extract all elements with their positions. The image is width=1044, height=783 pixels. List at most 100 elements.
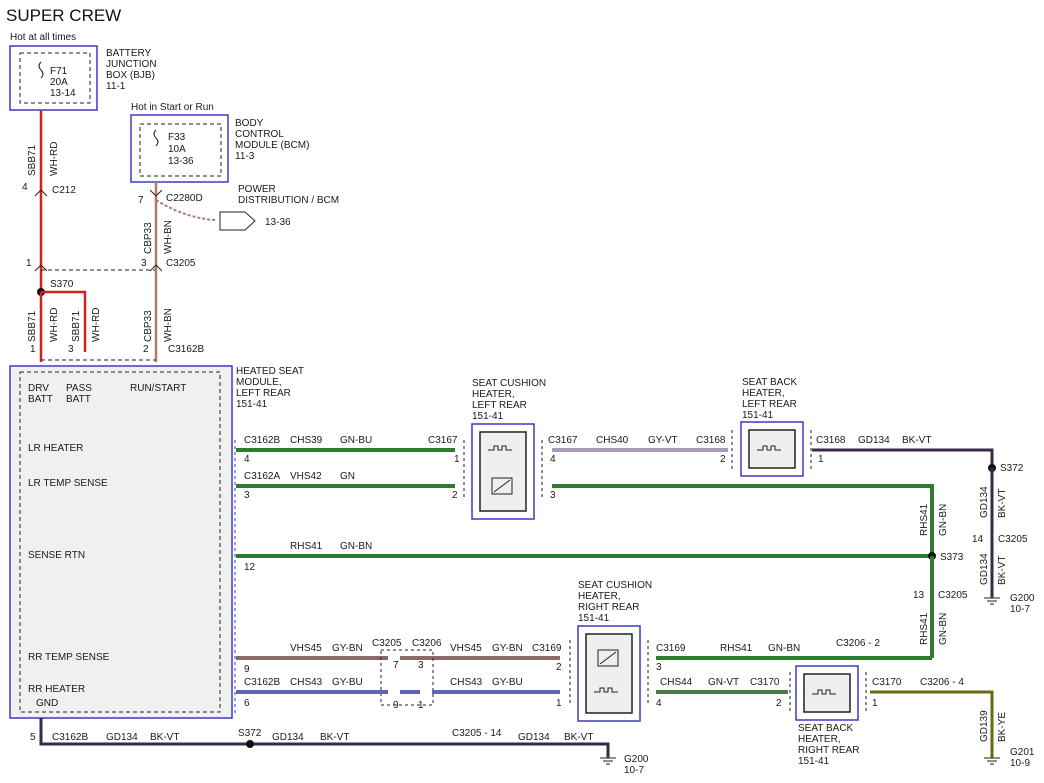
pin-c3169-3: 3 — [656, 662, 662, 673]
sense-rtn-label: SENSE RTN — [28, 550, 85, 561]
circuit-rhs41-v1: RHS41 — [919, 503, 930, 536]
pin-c3167-1: 1 — [454, 454, 460, 465]
pass-batt-label-1: PASS — [66, 383, 92, 394]
seat-back-lr-inner — [748, 429, 796, 469]
circuit-gd139: GD139 — [979, 710, 990, 742]
ground-g201-icon — [984, 757, 1000, 765]
svg-text:MODULE,: MODULE, — [236, 377, 282, 388]
ground-g200-bottom-ref: 10-7 — [624, 765, 644, 776]
ground-g200-right-ref: 10-7 — [1010, 604, 1030, 615]
connector-c3205-top: C3205 — [166, 258, 196, 269]
connector-c212: C212 — [52, 185, 76, 196]
svg-text:HEATER,: HEATER, — [578, 591, 621, 602]
pin-c3167-3: 3 — [550, 490, 556, 501]
pin-c3167-4: 4 — [550, 454, 556, 465]
color-gn-bu: GN-BU — [340, 435, 372, 446]
connector-c3170-right: C3170 — [872, 677, 902, 688]
svg-text:HEATED SEAT: HEATED SEAT — [236, 366, 304, 377]
pin-c3170-1: 1 — [872, 698, 878, 709]
heated-seat-module-inner — [19, 371, 221, 713]
circuit-gd134-b1: GD134 — [106, 732, 138, 743]
power-dist-ref: 13-36 — [265, 217, 291, 228]
pin-c3162b-4: 4 — [244, 454, 250, 465]
hot-in-start-run-label: Hot in Start or Run — [131, 102, 214, 113]
splice-s372-bottom-label: S372 — [238, 728, 262, 739]
connector-c3169-right: C3169 — [656, 643, 686, 654]
connector-c3162b-gnd: C3162B — [52, 732, 88, 743]
ground-g200-bottom-icon — [600, 757, 616, 765]
svg-text:11-3: 11-3 — [235, 151, 255, 162]
wire-gd134-bottom — [39, 718, 610, 758]
bcm-inner — [139, 123, 222, 177]
fuse-f71-icon — [38, 61, 44, 79]
pin-c3167-2: 2 — [452, 490, 458, 501]
connector-c3162b-lr: C3162B — [244, 435, 280, 446]
svg-text:HEATER,: HEATER, — [472, 389, 515, 400]
power-dist-label-1: POWER — [238, 184, 276, 195]
pin-c3162a-12: 12 — [244, 562, 256, 573]
heated-seat-module-label: HEATED SEAT MODULE, LEFT REAR 151-41 — [236, 366, 304, 410]
thermistor-icon — [491, 477, 513, 495]
heated-seat-module-box — [9, 365, 233, 719]
color-wh-rd-pass: WH-RD — [91, 308, 102, 342]
drv-batt-label-2: BATT — [28, 394, 53, 405]
fuse-f33-icon — [153, 129, 159, 147]
circuit-vhs45-b: VHS45 — [450, 643, 482, 654]
rr-heater-label: RR HEATER — [28, 684, 85, 695]
color-wh-bn-top: WH-BN — [163, 220, 174, 254]
splice-s370-label: S370 — [50, 279, 74, 290]
pin-c2280d-7: 7 — [138, 195, 144, 206]
bcm-label: BODY CONTROL MODULE (BCM) 11-3 — [235, 118, 309, 162]
ground-g201-ref: 10-9 — [1010, 758, 1030, 769]
circuit-sbb71-top: SBB71 — [27, 144, 38, 176]
circuit-vhs45-a: VHS45 — [290, 643, 322, 654]
fuse-f33-rating: 10A — [168, 144, 186, 155]
circuit-chs43-b: CHS43 — [450, 677, 483, 688]
connector-c3162b-rr: C3162B — [244, 677, 280, 688]
pin-c3162a-3: 3 — [244, 490, 250, 501]
seat-back-lr-box — [740, 421, 804, 477]
connector-c3168-right: C3168 — [816, 435, 846, 446]
pin-c3169-1: 1 — [556, 698, 562, 709]
pass-batt-label-2: BATT — [66, 394, 91, 405]
connector-c3205-right: C3205 — [998, 534, 1028, 545]
drv-batt-label-1: DRV — [28, 383, 49, 394]
color-bk-ye: BK-YE — [997, 712, 1008, 742]
color-gn-bn-v2: GN-BN — [938, 613, 949, 645]
color-wh-bn-low: WH-BN — [163, 308, 174, 342]
hot-at-all-times-label: Hot at all times — [10, 32, 76, 43]
wire-sbb71-pass — [41, 290, 87, 352]
pin-c3205-9: 9 — [393, 700, 399, 711]
circuit-cbp33-low: CBP33 — [143, 310, 154, 342]
wire-rhs41-lr — [552, 484, 934, 556]
fuse-f71-ref: 13-14 — [50, 88, 76, 99]
color-wh-rd-drv: WH-RD — [49, 308, 60, 342]
color-gy-bn-a: GY-BN — [332, 643, 363, 654]
circuit-chs44: CHS44 — [660, 677, 693, 688]
heater-element-lr-back-icon — [757, 445, 781, 451]
wire-gd139 — [870, 690, 994, 758]
bjb-box — [9, 45, 98, 111]
circuit-gd134-v2: GD134 — [979, 553, 990, 585]
svg-text:SEAT CUSHION: SEAT CUSHION — [472, 378, 546, 389]
svg-text:151-41: 151-41 — [798, 756, 830, 767]
color-gn-vt: GN-VT — [708, 677, 739, 688]
pin-c3205-1: 1 — [26, 258, 32, 269]
color-bk-vt-v1: BK-VT — [997, 489, 1008, 518]
run-start-label: RUN/START — [130, 383, 186, 394]
pin-c3168-1: 1 — [818, 454, 824, 465]
connector-c3162b-top: C3162B — [168, 344, 204, 355]
ground-g200-bottom: G200 — [624, 754, 649, 765]
pin-c3205-14: 14 — [972, 534, 984, 545]
pin-c3168-2: 2 — [720, 454, 726, 465]
connector-c3206-rr: C3206 — [412, 638, 442, 649]
pin-c3162a-9: 9 — [244, 664, 250, 675]
color-wh-rd-top: WH-RD — [49, 142, 60, 176]
circuit-rhs41-v2: RHS41 — [919, 612, 930, 645]
splice-s373-label: S373 — [940, 552, 964, 563]
svg-text:151-41: 151-41 — [742, 410, 774, 421]
seat-cushion-lr-box — [471, 423, 535, 520]
pin-c3206-3: 3 — [418, 660, 424, 671]
power-dist-arrow-icon — [219, 211, 256, 231]
